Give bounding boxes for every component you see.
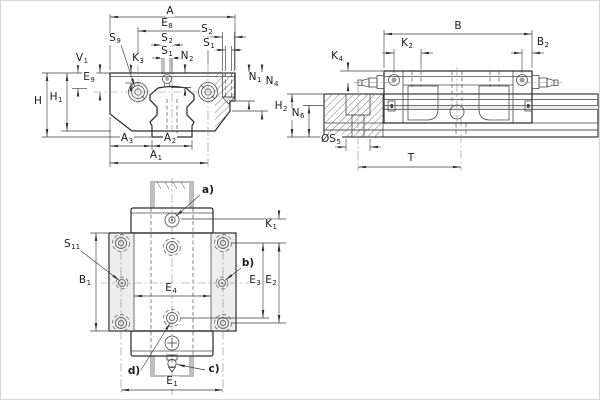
- s9-leader-line: [120, 44, 136, 87]
- side-view: [287, 30, 599, 171]
- front-section-view: [42, 14, 268, 167]
- carriage-top-body: [108, 232, 237, 332]
- grease-nipple-left: [353, 75, 393, 89]
- d-leader-line: [140, 322, 171, 371]
- top-view: [80, 178, 286, 395]
- top-dimensions: [80, 194, 286, 392]
- carriage-side: [383, 70, 533, 124]
- endcap-screw-left: [388, 74, 400, 86]
- lube-port-screw: [162, 74, 172, 89]
- b-leader-line: [225, 267, 242, 281]
- rail-profile: [149, 85, 195, 138]
- side-dimensions: [287, 30, 544, 169]
- s11-leader-line: [80, 250, 120, 281]
- a-leader-line: [175, 194, 201, 217]
- endcap-bottom-screw: [164, 335, 180, 351]
- c-leader-line: [176, 364, 206, 371]
- grease-nipple-right: [523, 75, 562, 89]
- grease-nipple-bottom: [166, 354, 178, 373]
- rail-section-block: [323, 93, 384, 138]
- endcap-screw-right: [516, 74, 528, 86]
- section-hatch-right-wall: [215, 73, 235, 131]
